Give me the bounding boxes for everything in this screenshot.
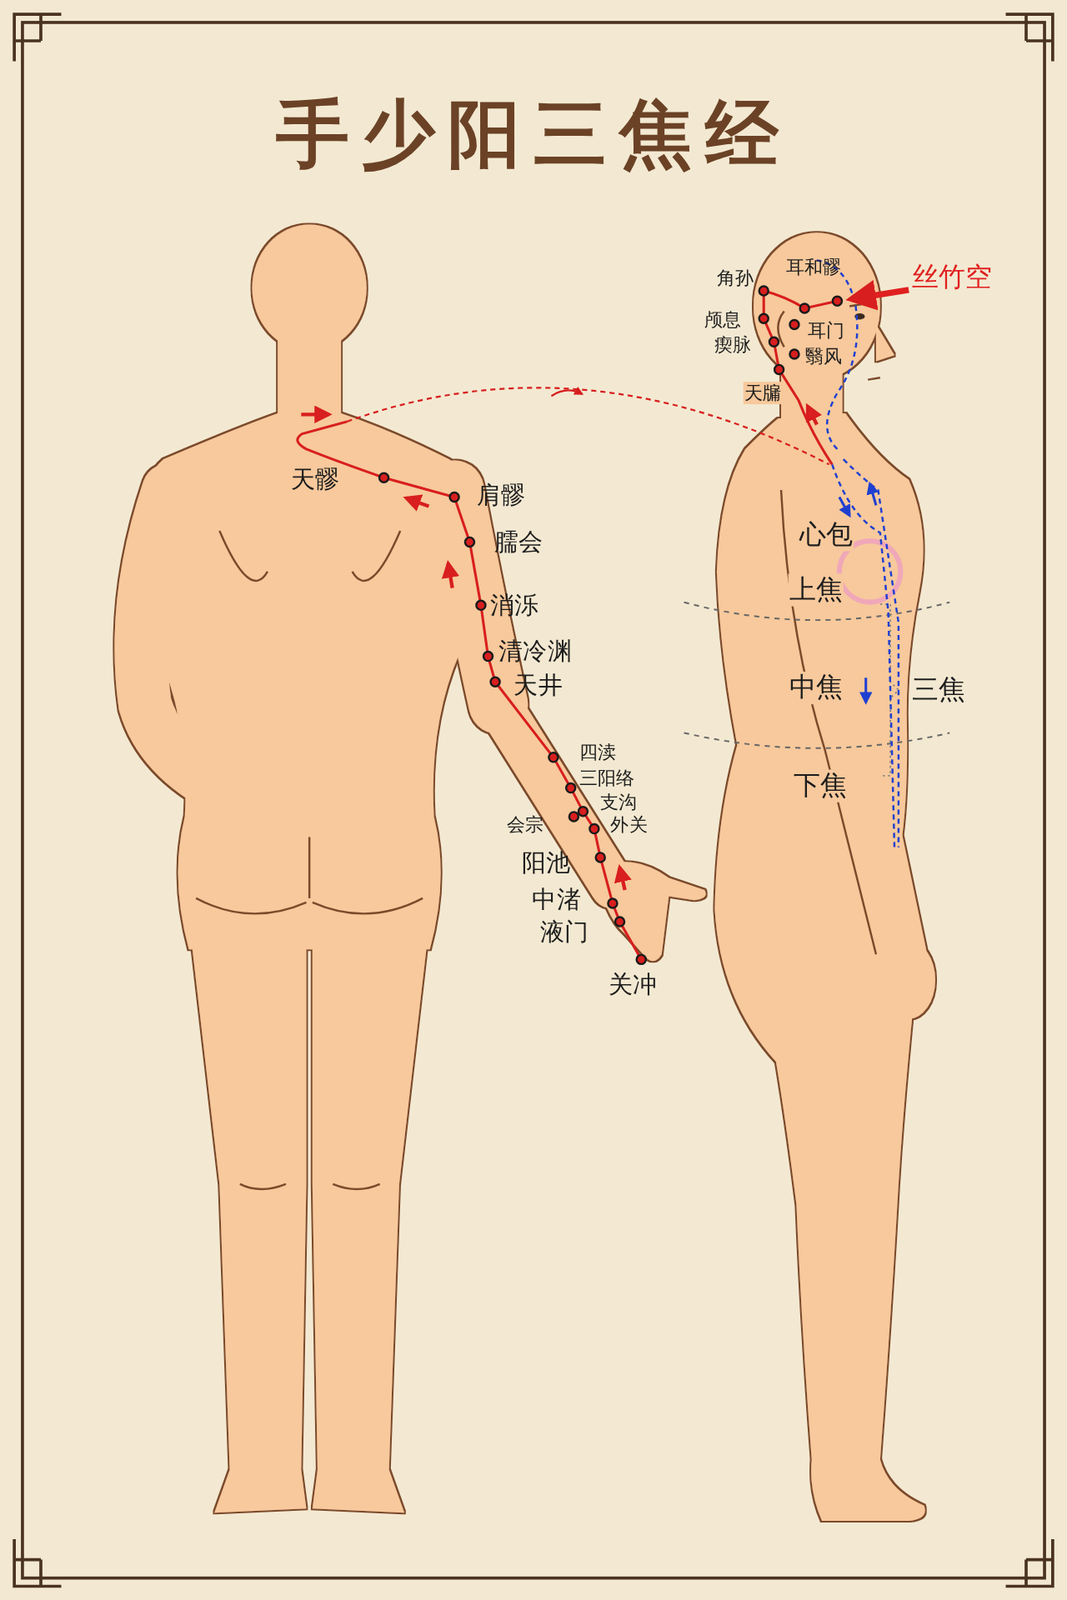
- illustration-part: [140, 490, 233, 795]
- meridian-line: [763, 290, 837, 465]
- illustration-part: [490, 677, 501, 687]
- body-details: [195, 530, 423, 1190]
- acupoint-label: 三阳络: [579, 766, 635, 789]
- illustration-part: [589, 824, 599, 834]
- illustration-part: [876, 325, 895, 362]
- illustration-part: [219, 530, 268, 582]
- pointer-arrow: [851, 290, 910, 300]
- acupoint-label: 外关: [610, 813, 647, 836]
- region-label: 下焦: [792, 770, 848, 802]
- illustration-part: [300, 412, 329, 416]
- illustration-part: [195, 898, 306, 914]
- flow-arrow: [870, 484, 877, 506]
- illustration-part: [832, 296, 842, 306]
- illustration-part: [578, 806, 588, 817]
- illustration-part: [597, 861, 707, 962]
- region-label: 中焦: [788, 671, 844, 704]
- illustration-part: [569, 811, 579, 822]
- illustration-part: [774, 365, 784, 375]
- illustration-part: [308, 836, 311, 898]
- acupoint-label: 中渚: [531, 884, 582, 914]
- acupoint-label: 消泺: [490, 591, 540, 621]
- illustration-part: [140, 224, 706, 1513]
- illustration-part: [332, 1184, 380, 1190]
- illustration-part: [352, 530, 401, 582]
- acupoint-label: 翳风: [804, 345, 844, 367]
- illustration-part: [450, 492, 460, 502]
- flow-arrows: [300, 406, 817, 892]
- illustration-part: [189, 918, 307, 1513]
- illustration-part: [448, 563, 453, 588]
- illustration-part: [881, 941, 936, 1019]
- illustration-part: [800, 303, 810, 313]
- acupoint-label: 天井: [513, 670, 563, 700]
- illustration-part: [465, 537, 475, 547]
- illustration-part: [475, 601, 486, 611]
- illustration-part: [684, 732, 950, 748]
- acupoint-label: 天髎: [290, 465, 341, 495]
- illustration-part: [759, 286, 769, 296]
- acupoint-label: 关冲: [608, 969, 658, 999]
- flow-arrow: [551, 390, 582, 396]
- illustration-part: [615, 917, 625, 927]
- acupoint-label: 颅息: [704, 308, 742, 331]
- body-details: [777, 303, 880, 955]
- acupoint-label: 耳门: [806, 320, 847, 342]
- illustration-part: [849, 303, 868, 307]
- illustration-part: [620, 867, 626, 891]
- illustration-part: [636, 955, 647, 965]
- illustration-part: [14, 1539, 61, 1587]
- acupoint-label: 阳池: [521, 847, 572, 877]
- acupoint-label: 会宗: [506, 813, 544, 836]
- region-label: 三焦: [911, 674, 966, 707]
- acupoint-label: 四渎: [579, 741, 617, 763]
- illustration-part: [781, 490, 877, 955]
- acupoint-label: 天牖: [743, 381, 783, 404]
- illustration-part: [22, 22, 1045, 1579]
- acupoint-callout: 丝竹空: [911, 261, 992, 294]
- illustration-part: [1006, 1539, 1053, 1587]
- illustration-part: [548, 752, 558, 762]
- title: 手少阳三焦经: [0, 90, 1067, 179]
- illustration-part: [596, 852, 606, 862]
- illustration-part: [843, 459, 899, 847]
- illustration-part: [867, 377, 881, 380]
- acupoint-label: 臑会: [494, 527, 544, 557]
- acupoint-label: 支沟: [600, 791, 637, 814]
- illustration-part: [1006, 14, 1053, 61]
- illustration-part: [806, 480, 899, 956]
- illustration-part: [714, 232, 936, 1522]
- region-label: 上焦: [788, 574, 844, 607]
- acupoint-label: 角孙: [716, 266, 754, 289]
- illustration-part: [379, 473, 389, 483]
- illustration-part: [14, 14, 61, 61]
- acupoint-label: 液门: [540, 917, 590, 947]
- illustration-part: [607, 899, 617, 909]
- illustration-part: [759, 314, 769, 324]
- illustration-part: [312, 918, 431, 1513]
- acupoint-label: 瘈脉: [714, 334, 752, 356]
- acupoint-label: 清冷渊: [498, 636, 572, 667]
- acupoint-label: 肩髎: [476, 480, 526, 510]
- flow-arrow: [864, 677, 867, 702]
- acupoint-label: 耳和髎: [786, 256, 842, 279]
- illustration-part: [312, 898, 423, 914]
- meridian-line: [297, 421, 642, 961]
- illustration-part: [769, 337, 779, 347]
- organ-label: 心包: [798, 519, 854, 552]
- illustration-part: [406, 498, 430, 507]
- acupoints: [379, 286, 842, 965]
- illustration-part: [789, 350, 799, 360]
- illustration-part: [789, 320, 799, 330]
- illustration-part: [498, 704, 613, 887]
- region-boundary: [684, 602, 950, 749]
- flow-arrow: [839, 497, 850, 516]
- illustration-part: [483, 651, 493, 662]
- illustration-part: [566, 783, 576, 793]
- illustration-part: [240, 1184, 286, 1190]
